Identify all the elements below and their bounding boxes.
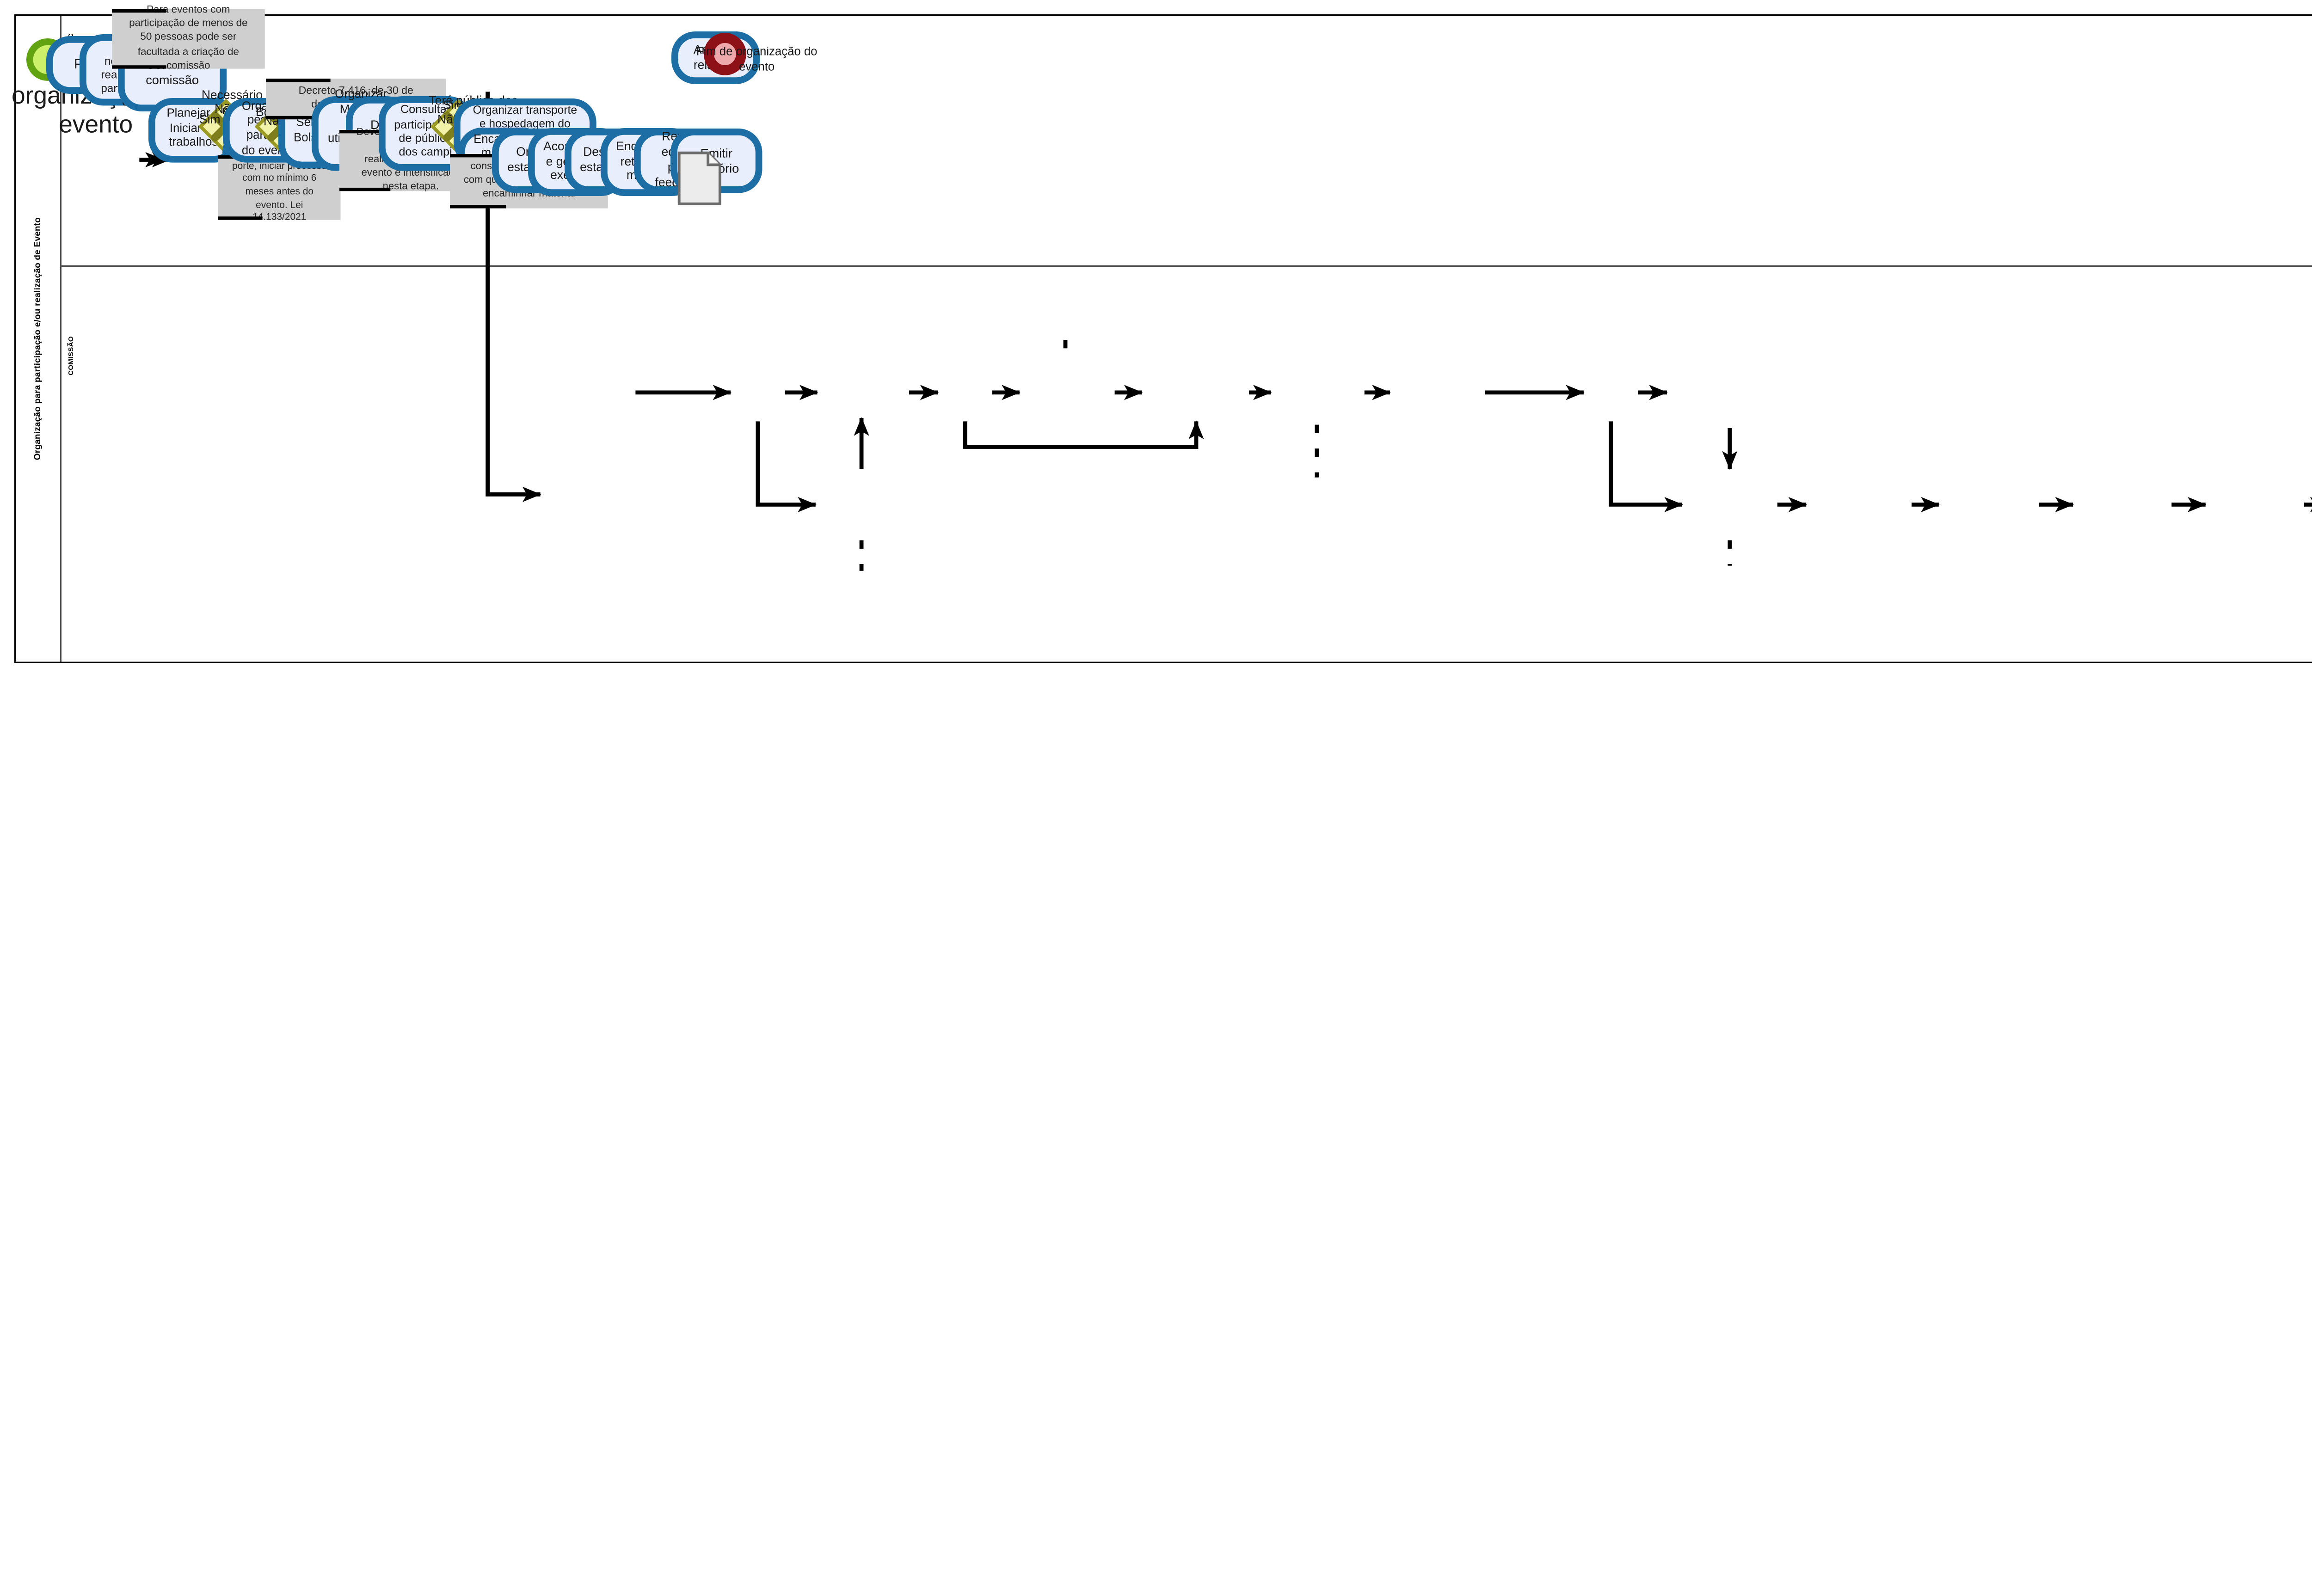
annotation-bracket-bottom bbox=[266, 116, 331, 120]
data-object-relatorio bbox=[677, 151, 722, 214]
annotation-comissao: Para eventos com participação de menos d… bbox=[112, 4, 265, 72]
lane-proexc: PROEXC bbox=[61, 16, 2312, 267]
flow-label-material-sim: Sim bbox=[199, 111, 221, 127]
annotation-bracket-bottom bbox=[218, 216, 263, 220]
annotation-bracket-top bbox=[266, 79, 331, 82]
end-event-label: Fim de organização do evento bbox=[696, 47, 818, 74]
annotation-comissao-text: Para eventos com participação de menos d… bbox=[129, 4, 248, 72]
pool-title: Organização para participação e/ou reali… bbox=[33, 217, 43, 460]
pool-header: Organização para participação e/ou reali… bbox=[16, 16, 61, 662]
annotation-bracket-top bbox=[450, 154, 507, 158]
end-event-fim-organizacao[interactable] bbox=[704, 33, 746, 75]
lane-comissao-label: COMISSÃO bbox=[67, 336, 75, 375]
annotation-bracket-bottom bbox=[112, 65, 167, 69]
annotation-bracket-bottom bbox=[339, 187, 391, 191]
annotation-bracket-top bbox=[339, 130, 391, 134]
lane-comissao: COMISSÃO bbox=[61, 267, 2312, 663]
annotation-bracket-bottom bbox=[450, 205, 507, 209]
annotation-bracket-top bbox=[112, 9, 167, 13]
bpmn-diagram-canvas: Organização para participação e/ou reali… bbox=[12, 4, 2312, 663]
